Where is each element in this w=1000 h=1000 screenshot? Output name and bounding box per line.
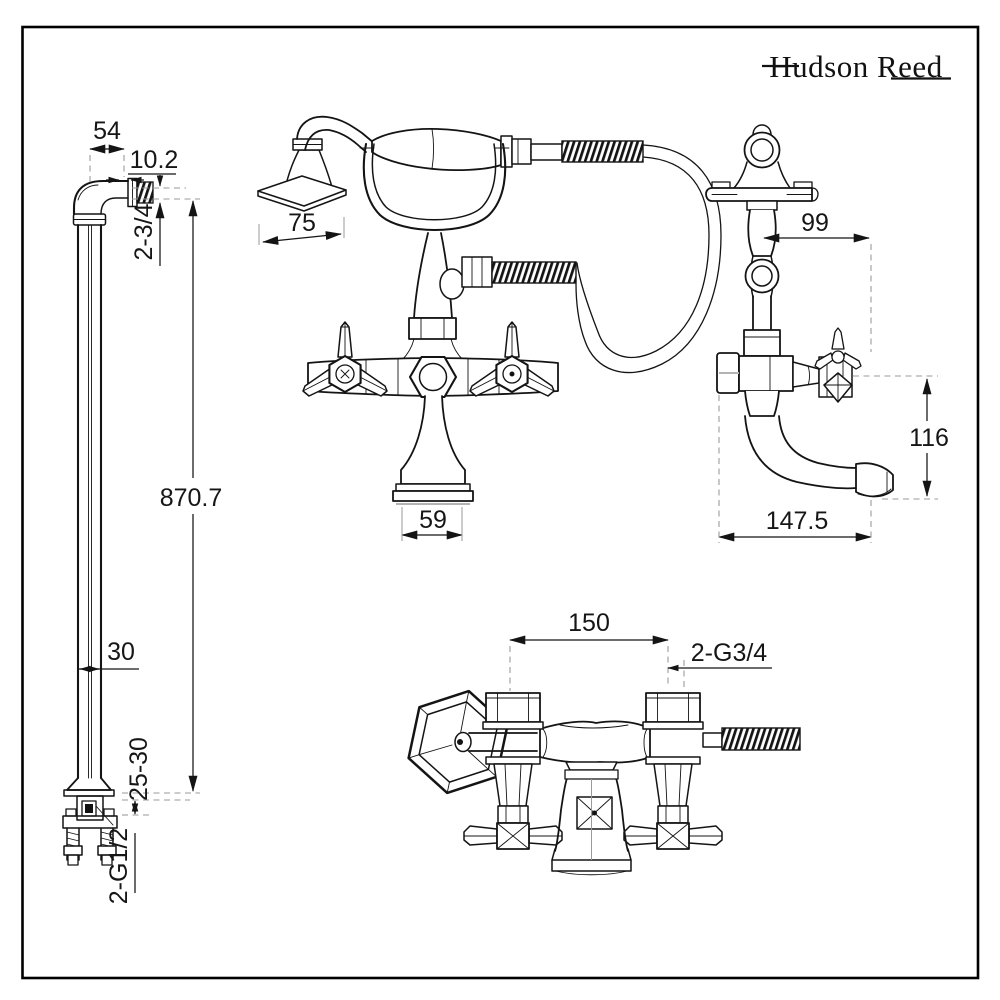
view-mixer-side: 99 116 147.5 — [705, 124, 949, 543]
standpipe-base — [62, 777, 118, 866]
shower-arm — [296, 115, 375, 144]
dim-label-base-thread: 2-G1/2 — [105, 828, 133, 904]
side-hose-ring-mid — [744, 258, 780, 294]
handset-cradle — [359, 142, 510, 232]
hose-loop — [575, 144, 722, 374]
dim-label-spout-height: 116 — [909, 424, 949, 452]
dim-label-inlet-centres: 150 — [568, 609, 610, 637]
handshower-grip — [371, 127, 563, 172]
view-mixer-plan: 150 2-G3/4 — [407, 609, 801, 876]
side-column-upper — [747, 209, 777, 257]
plan-right-connector — [642, 692, 704, 824]
hose-elbow-nut — [461, 256, 493, 288]
side-hose-ring-top — [743, 131, 781, 169]
plan-left-cross-handle — [463, 822, 563, 850]
drawing-border — [21, 25, 980, 980]
standpipe-drawing — [62, 177, 154, 866]
dim-label-spout-reach: 147.5 — [766, 507, 829, 535]
side-valve-neck — [743, 329, 781, 357]
hose-elbow-joint — [439, 268, 465, 300]
dim-label-base-width: 59 — [419, 506, 447, 534]
standpipe-outlet-thread — [136, 181, 154, 204]
plan-left-connector — [482, 692, 544, 824]
front-dimensions: 75 59 — [258, 209, 463, 541]
view-mixer-front: 75 59 — [257, 115, 722, 541]
standpipe-dimensions: 54 10.2 2-3/4 870.7 30 25-30 — [78, 117, 222, 904]
plan-hose — [702, 727, 801, 751]
dim-label-top-thread: 2-3/4 — [130, 203, 158, 260]
plan-spout — [551, 761, 632, 876]
plan-shower-head-hex — [407, 689, 509, 795]
mixer-base — [392, 395, 474, 505]
dim-label-pipe-diameter: 30 — [107, 638, 135, 666]
front-drawing — [257, 115, 722, 505]
dim-label-top-offset: 54 — [93, 117, 121, 145]
dim-label-inlet-thread: 2-G3/4 — [691, 639, 768, 667]
left-cross-handle — [302, 321, 388, 397]
side-cross-handle — [814, 327, 862, 403]
shower-head — [257, 115, 375, 212]
side-cradle — [705, 181, 819, 202]
plan-right-cross-handle — [623, 822, 723, 850]
dim-label-wall-offset: 99 — [801, 209, 829, 237]
hose-thread-body — [491, 261, 577, 284]
side-spout — [744, 415, 894, 498]
dim-label-overall-height: 870.7 — [160, 484, 223, 512]
right-cross-handle — [469, 321, 555, 397]
dim-label-base-adjustment: 25-30 — [125, 737, 153, 801]
view-standpipe-front: 54 10.2 2-3/4 870.7 30 25-30 — [62, 117, 222, 904]
dim-label-head-width: 75 — [288, 209, 316, 237]
side-dimensions: 99 116 147.5 — [718, 209, 949, 543]
dim-label-thread-length: 10.2 — [130, 146, 179, 174]
plan-dimensions: 150 2-G3/4 — [509, 609, 772, 691]
side-drawing — [705, 124, 894, 498]
brand-logo: Hudson Reed — [762, 49, 951, 84]
standpipe-elbow — [72, 179, 130, 216]
plan-drawing — [407, 689, 801, 876]
standpipe-pipe — [76, 223, 103, 780]
plan-body — [539, 720, 651, 764]
hose-thread-top — [561, 140, 644, 163]
